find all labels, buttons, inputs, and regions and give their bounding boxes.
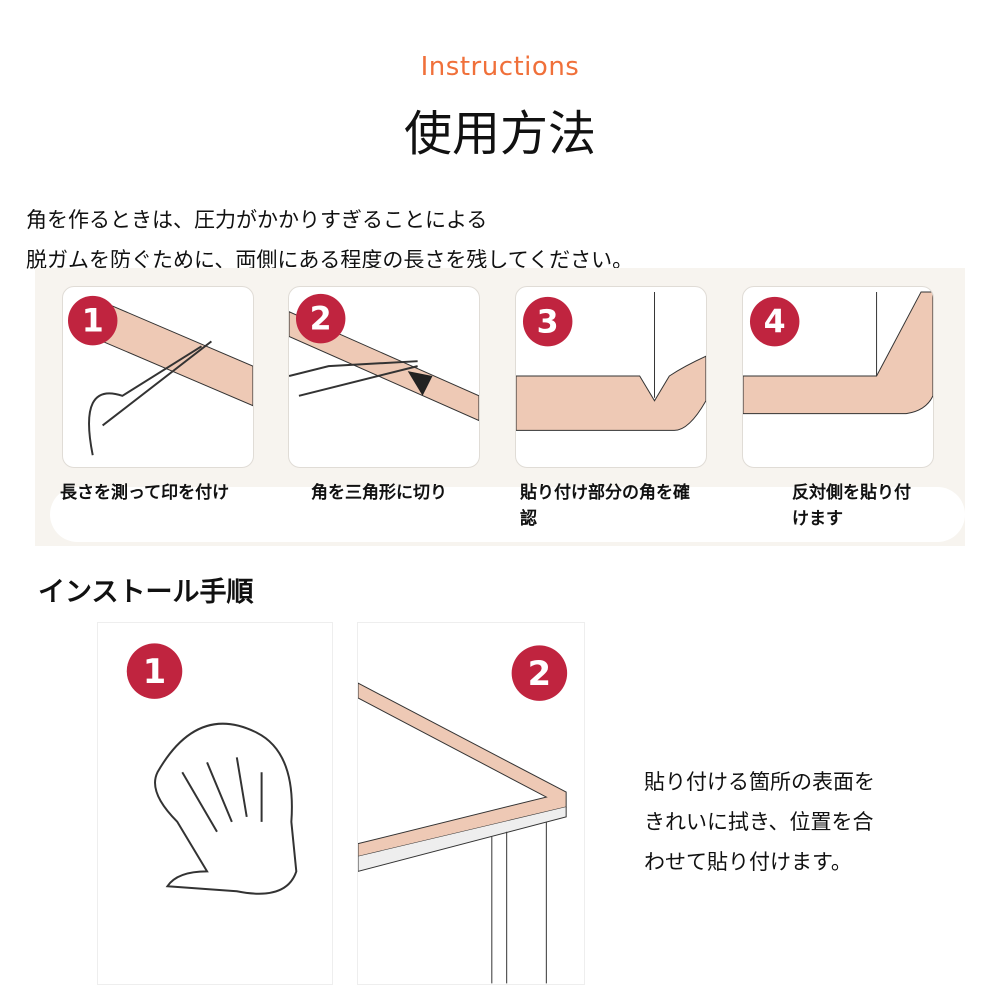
step-number: 2 — [528, 654, 551, 693]
install-step-1-card: 1 — [97, 622, 333, 985]
corner-step-4-caption: 反対側を貼り付けます — [792, 483, 911, 529]
install-desc-line-1: 貼り付ける箇所の表面を — [644, 770, 875, 794]
corner-step-3-caption: 貼り付け部分の角を確認 — [520, 483, 690, 529]
corner-step-2-caption: 角を三角形に切り — [311, 483, 447, 503]
install-desc-line-3: わせて貼り付けます。 — [644, 850, 852, 874]
install-desc-line-2: きれいに拭き、位置を合 — [644, 810, 874, 834]
install-heading: インストール手順 — [38, 577, 254, 608]
corner-step-1-card: 1 — [62, 286, 254, 468]
step-number: 1 — [143, 652, 166, 691]
intro-line-1: 角を作るときは、圧力がかかりすぎることによる — [26, 208, 488, 232]
corner-step-4-card: 4 — [742, 286, 934, 468]
install-step-2-card: 2 — [357, 622, 585, 985]
step-number: 3 — [537, 304, 559, 340]
corner-step-3-card: 3 — [515, 286, 707, 468]
step-number: 4 — [764, 304, 786, 340]
page-title: 使用方法 — [403, 106, 596, 162]
caption-band — [50, 487, 965, 542]
corner-step-2-card: 2 — [288, 286, 480, 468]
corner-step-1-caption: 長さを測って印を付け — [60, 483, 230, 503]
english-title: Instructions — [420, 52, 580, 82]
step-number: 1 — [82, 304, 104, 340]
step-number: 2 — [310, 302, 332, 338]
